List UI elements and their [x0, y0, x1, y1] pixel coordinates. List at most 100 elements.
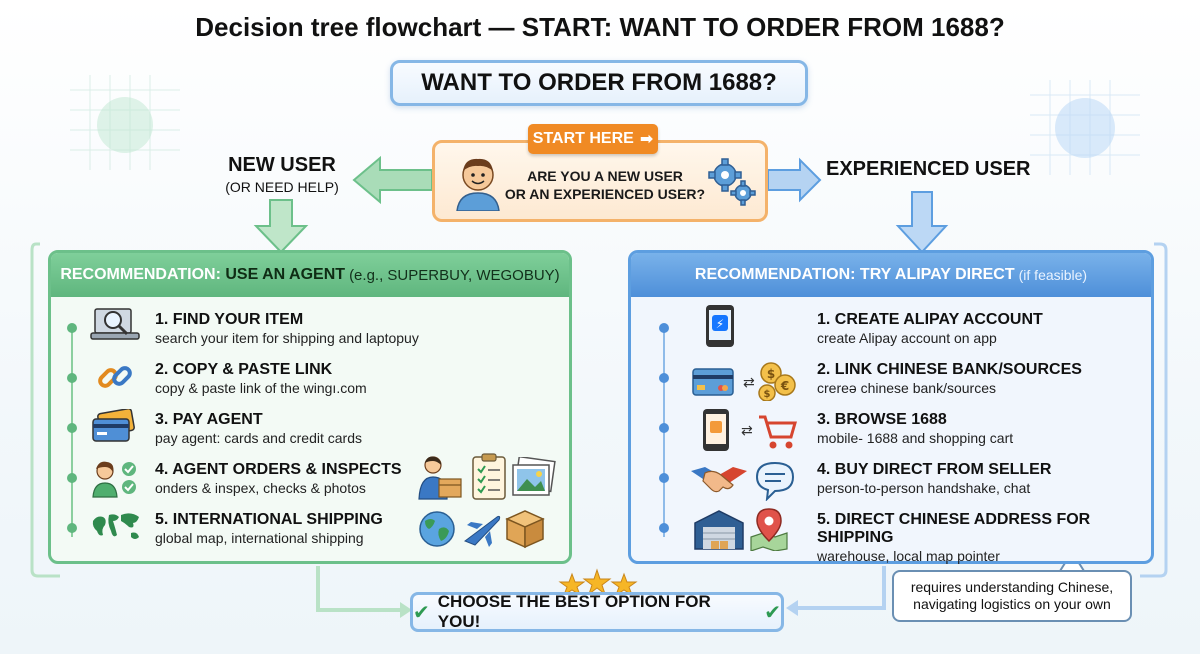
agent-step-5: 5. INTERNATIONAL SHIPPING global map, in… [155, 511, 383, 546]
alipay-step-2: 2. LINK CHINESE BANK/SOURCES crereə chin… [817, 361, 1082, 396]
svg-text:⇄: ⇄ [743, 375, 755, 391]
connector-right-bottom [796, 566, 886, 610]
arrow-to-experienced-user [767, 157, 822, 203]
alipay-step-4: 4. BUY DIRECT FROM SELLER person-to-pers… [817, 461, 1051, 496]
svg-text:⚡: ⚡ [716, 317, 724, 331]
timeline-dot [659, 473, 669, 483]
step-description: search your item for shipping and laptop… [155, 330, 419, 346]
step-title: 2. LINK CHINESE BANK/SOURCES [817, 361, 1082, 378]
alipay-recommendation-panel: RECOMMENDATION: TRY ALIPAY DIRECT (if fe… [628, 250, 1154, 564]
glow-decoration-right [1055, 98, 1115, 158]
connector-left-bottom [316, 566, 402, 612]
new-user-subtitle: (OR NEED HELP) [225, 179, 339, 195]
step-description: global map, international shipping [155, 530, 364, 546]
package-box-icon [505, 510, 545, 549]
timeline-dot [67, 423, 77, 433]
timeline-dot [659, 423, 669, 433]
svg-text:$: $ [764, 389, 771, 400]
alipay-phone-icon: ⚡ [706, 305, 734, 347]
agent-step-2: 2. COPY & PASTE LINK copy & paste link o… [155, 361, 367, 396]
question-line-1: ARE YOU A NEW USER [527, 168, 683, 184]
question-box: WANT TO ORDER FROM 1688? [390, 60, 808, 106]
step-description: copy & paste link of the wingı.com [155, 380, 367, 396]
timeline-dot [659, 323, 669, 333]
alipay-header-highlight: TRY ALIPAY DIRECT [859, 266, 1015, 283]
new-user-title: NEW USER [228, 154, 336, 176]
arrow-down-left [253, 199, 309, 254]
timeline-dot [67, 323, 77, 333]
user-type-question-text: ARE YOU A NEW USER OR AN EXPERIENCED USE… [501, 167, 709, 203]
user-avatar-icon [456, 158, 500, 211]
mobile-cart-icon: ⇄ [703, 409, 797, 451]
note-line-2: navigating logistics on your own [913, 596, 1111, 612]
step-title: 5. DIRECT CHINESE ADDRESS FOR SHIPPING [817, 511, 1091, 546]
agent-header-highlight: USE AN AGENT [225, 266, 346, 283]
arrow-to-new-user [352, 155, 433, 205]
glow-decoration-left [97, 97, 153, 153]
connector-left-arrowhead [400, 602, 412, 618]
check-icon: ✔ [413, 601, 430, 624]
delivery-person-icon [418, 456, 462, 500]
credit-card-icon [92, 409, 135, 442]
note-line-1: requires understanding Chinese, [910, 579, 1114, 595]
svg-text:⇄: ⇄ [741, 423, 753, 439]
step-title: 1. CREATE ALIPAY ACCOUNT [817, 311, 1043, 328]
step-description: pay agent: cards and credit cards [155, 430, 363, 446]
agent-step-3: 3. PAY AGENT pay agent: cards and credit… [155, 411, 362, 446]
step-description: person-to-person handshake, chat [817, 480, 1031, 496]
user-type-question-box: ARE YOU A NEW USER OR AN EXPERIENCED USE… [432, 140, 768, 222]
agent-header-suffix: (e.g., SUPERBUY, WEGOBUY) [349, 266, 560, 284]
connector-right-arrowhead [786, 600, 798, 616]
chat-bubble-icon [755, 461, 795, 501]
step-title: 4. AGENT ORDERS & INSPECTS [155, 461, 402, 478]
arrow-down-right [895, 191, 949, 254]
warehouse-icon [694, 510, 744, 550]
laptop-search-icon [90, 308, 140, 340]
agent-recommendation-panel: RECOMMENDATION: USE AN AGENT (e.g., SUPE… [48, 250, 572, 564]
question-text: WANT TO ORDER FROM 1688? [421, 69, 777, 96]
step-description: onders & inspex, checks & photos [155, 480, 366, 496]
step-title: 2. COPY & PASTE LINK [155, 361, 333, 378]
bank-card-coins-icon: ⇄ $ € $ [692, 362, 796, 401]
page-title: Decision tree flowchart — START: WANT TO… [195, 12, 1005, 42]
alipay-step-5: 5. DIRECT CHINESE ADDRESS FOR SHIPPING w… [817, 511, 1151, 564]
choose-option-box: ✔ CHOOSE THE BEST OPTION FOR YOU! ✔ [410, 592, 784, 632]
airplane-icon [463, 515, 501, 547]
map-pin-icon [750, 508, 788, 551]
step-title: 3. PAY AGENT [155, 411, 263, 428]
gear-icon [708, 158, 756, 206]
frame-left [30, 242, 60, 578]
agent-step-4: 4. AGENT ORDERS & INSPECTS onders & insp… [155, 461, 402, 496]
start-here-button[interactable]: START HERE ➡ [528, 124, 658, 154]
alipay-panel-header: RECOMMENDATION: TRY ALIPAY DIRECT (if fe… [631, 253, 1151, 297]
agent-header-prefix: RECOMMENDATION: [60, 266, 221, 283]
alipay-header-suffix: (if feasible) [1018, 267, 1088, 283]
question-line-2: OR AN EXPERIENCED USER? [504, 186, 706, 202]
arrow-right-icon: ➡ [639, 131, 654, 148]
alipay-requirement-note: requires understanding Chinese, navigati… [892, 570, 1132, 622]
step-description: mobile- 1688 and shopping cart [817, 430, 1014, 446]
svg-text:€: € [780, 379, 789, 393]
timeline-dot [659, 373, 669, 383]
step-title: 1. FIND YOUR ITEM [155, 311, 304, 328]
start-here-label: START HERE [532, 130, 634, 147]
choose-option-text: CHOOSE THE BEST OPTION FOR YOU! [437, 592, 711, 631]
alipay-header-prefix: RECOMMENDATION: [694, 266, 856, 283]
link-icon [98, 366, 132, 388]
svg-text:$: $ [767, 367, 775, 381]
experienced-user-label: EXPERIENCED USER [826, 158, 1031, 180]
step-description: crereə chinese bank/sources [817, 380, 996, 396]
step-description: warehouse, local map pointer [817, 548, 1000, 564]
handshake-icon [691, 467, 747, 493]
step-description: create Alipay account on app [817, 330, 997, 346]
star-icons [558, 568, 638, 597]
step-title: 5. INTERNATIONAL SHIPPING [155, 511, 383, 528]
agent-check-icon [92, 461, 136, 498]
check-icon: ✔ [764, 601, 781, 624]
timeline-dot [67, 473, 77, 483]
agent-panel-header: RECOMMENDATION: USE AN AGENT (e.g., SUPE… [51, 253, 569, 297]
photos-icon [512, 457, 556, 496]
globe-icon [419, 511, 455, 547]
agent-step-1: 1. FIND YOUR ITEM search your item for s… [155, 311, 419, 346]
